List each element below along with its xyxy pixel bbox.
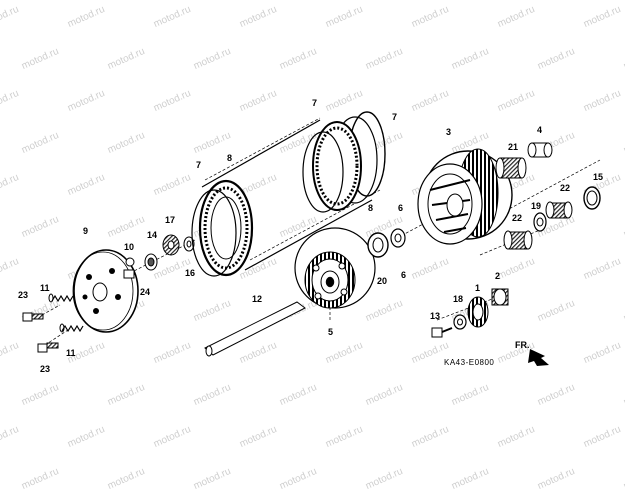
collar [527,142,553,158]
callout-5: 5 [328,327,334,337]
callout-10: 10 [124,242,135,252]
callout-22: 22 [560,183,571,193]
pushrod [204,301,306,357]
callout-11: 11 [66,348,76,358]
thrust-washers [367,228,406,258]
callout-12: 12 [252,294,263,304]
callout-4: 4 [537,125,543,135]
callout-18: 18 [453,294,464,304]
callout-14: 14 [147,230,158,240]
watermark-text: motod.ru [450,465,491,492]
watermark-text: motod.ru [192,465,233,492]
watermark-text: motod.ru [364,465,405,492]
watermark-text: motod.ru [536,465,577,492]
clutch-springs [48,293,84,333]
callout-2: 2 [495,271,501,281]
clutch-center [294,227,376,309]
watermark-text: motod.ru [20,465,61,492]
callout-1: 1 [475,283,481,293]
callout-24: 24 [140,287,151,297]
front-direction-arrow [528,349,549,366]
pressure-plate [72,249,139,333]
callout-3: 3 [446,127,452,137]
bolts [22,312,59,353]
needle-bearings [495,157,573,250]
callout-20: 20 [377,276,388,286]
watermark-text: motod.ru [278,465,319,492]
diagram-drawing [22,111,601,366]
watermark-text: motod.ru [106,465,147,492]
diagram-code: KA43-E0800 [444,358,495,367]
callout-9: 9 [83,226,89,236]
callout-11: 11 [40,283,50,293]
callout-22: 22 [512,213,523,223]
callout-13: 13 [430,311,441,321]
clutch-parts-diagram: motod.ru motod.ru motod.ru motod.ru motod.ru… [0,4,625,492]
callout-23: 23 [18,290,29,300]
callout-6: 6 [398,203,404,213]
callout-7: 7 [312,98,318,108]
callout-7: 7 [196,160,202,170]
primary-gear-assembly [431,288,509,338]
callout-15: 15 [593,172,604,182]
callout-23: 23 [40,364,51,374]
callout-19: 19 [531,201,542,211]
front-direction-label: FR. [515,340,530,350]
callout-8: 8 [368,203,374,213]
callout-7: 7 [392,112,398,122]
callout-17: 17 [165,215,176,225]
lifter-parts [123,234,195,279]
callout-16: 16 [185,268,196,278]
clutch-outer [417,148,513,245]
clutch-plate-pack [191,111,386,277]
callout-21: 21 [508,142,519,152]
washers [533,186,601,232]
callout-6: 6 [401,270,407,280]
callout-8: 8 [227,153,233,163]
